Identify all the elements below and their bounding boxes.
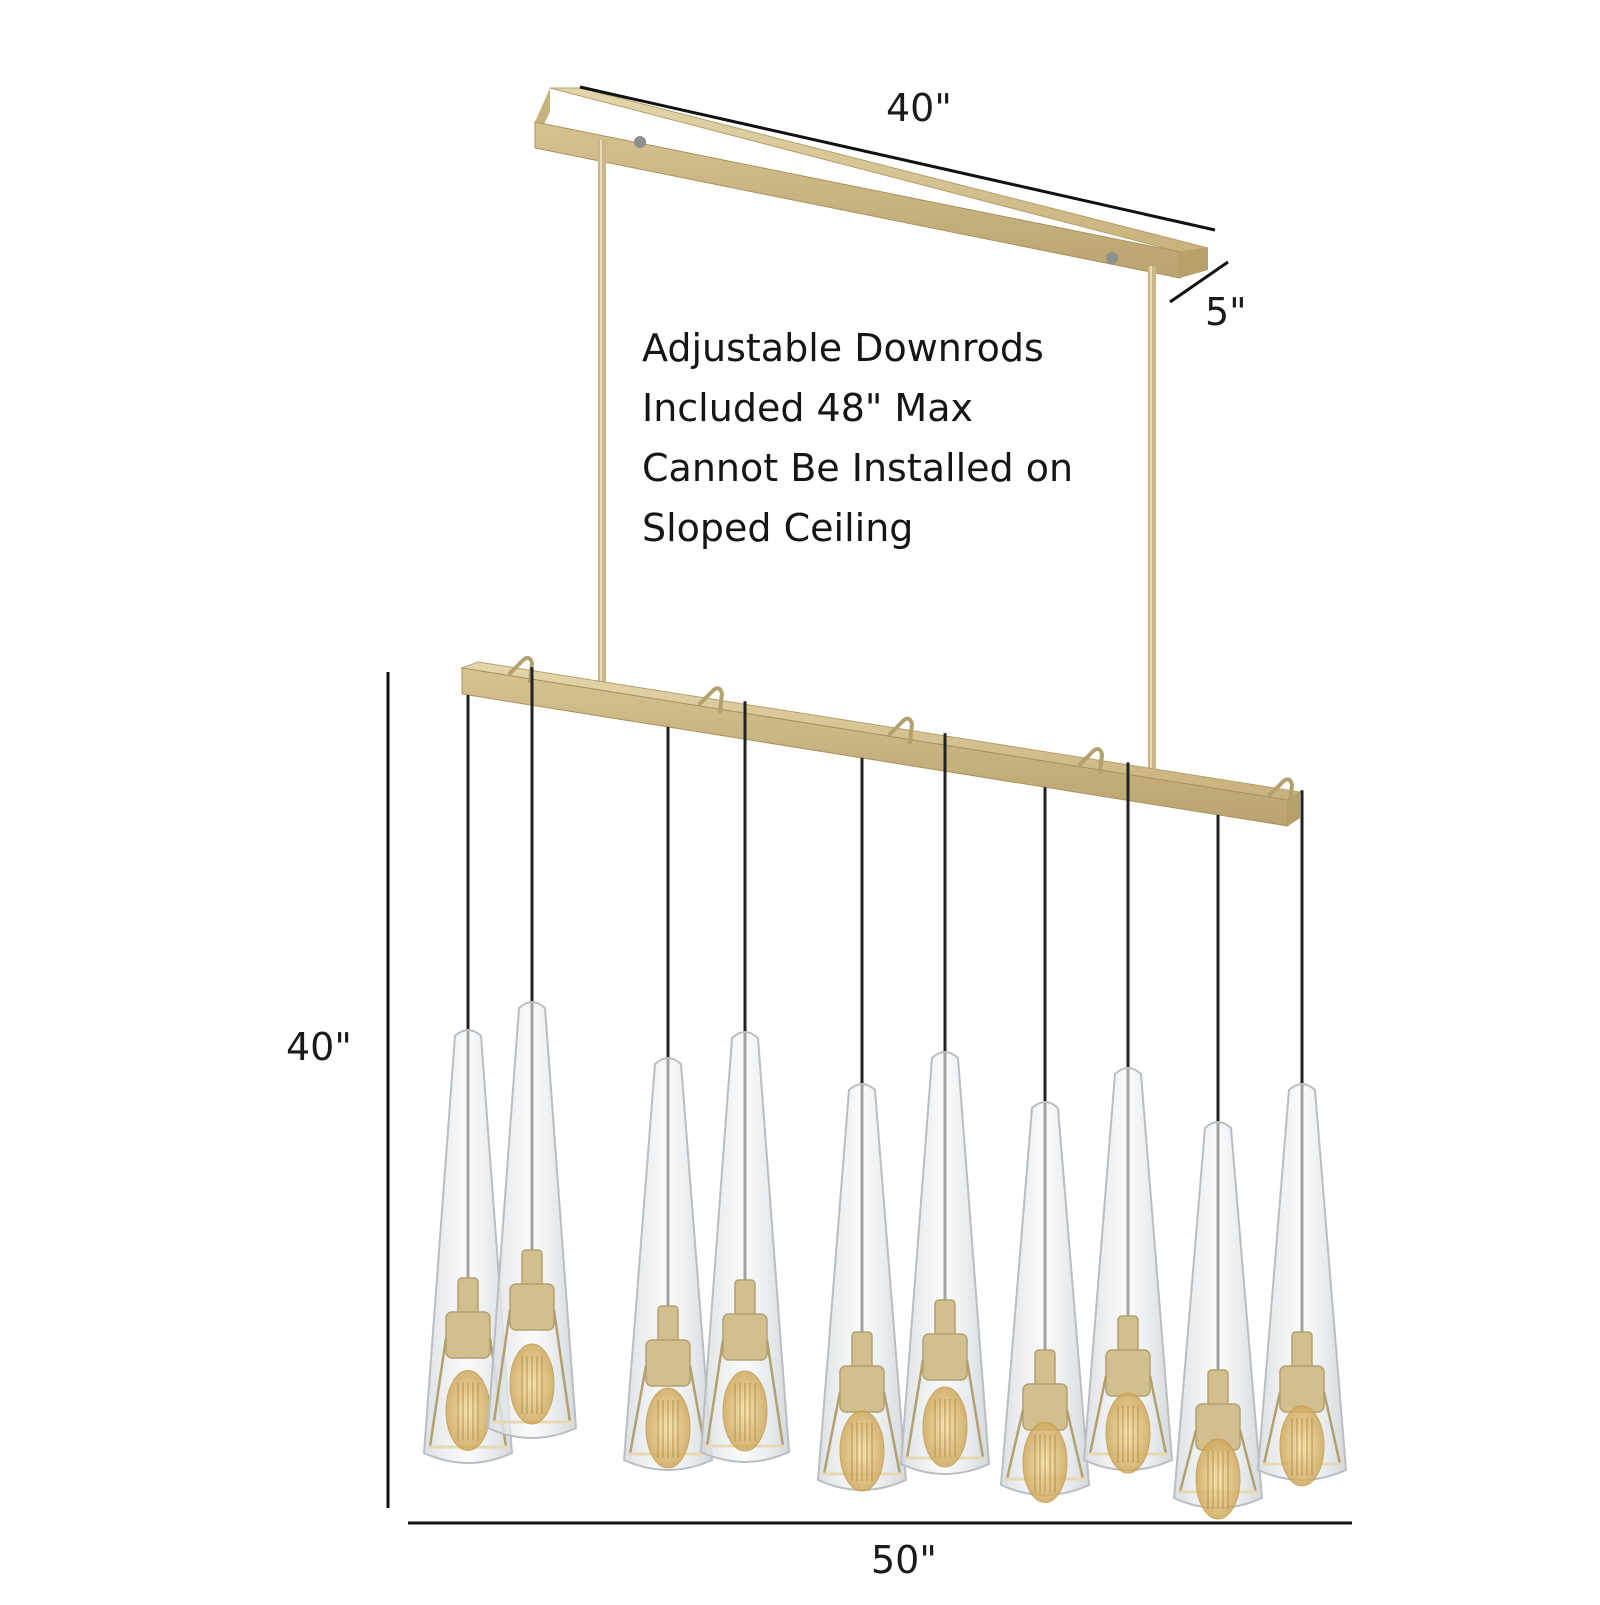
pendants <box>422 667 1348 1520</box>
canopy-plate <box>534 87 1209 279</box>
socket-cap <box>1034 1349 1056 1389</box>
socket-cap <box>1291 1331 1313 1371</box>
socket-body <box>839 1365 885 1413</box>
canopy-length-line <box>579 85 1216 232</box>
canopy-depth-label: 5" <box>1205 290 1247 334</box>
pendant-light <box>622 726 714 1471</box>
cable-hook <box>1268 777 1295 805</box>
downrods <box>598 140 1156 776</box>
cable-hook <box>698 686 725 714</box>
dimension-lines <box>386 85 1352 1525</box>
socket-cap <box>457 1277 479 1317</box>
socket-body <box>722 1313 768 1361</box>
socket-body <box>645 1339 691 1387</box>
socket-body <box>1279 1365 1325 1413</box>
socket-cap <box>934 1299 956 1339</box>
canopy-depth-line <box>1169 260 1229 304</box>
socket-body <box>1105 1349 1151 1397</box>
pendant-light <box>899 733 991 1475</box>
note-line: Adjustable Downrods <box>642 326 1044 370</box>
pendant-light <box>699 701 791 1463</box>
socket-body <box>445 1311 491 1359</box>
socket-cap <box>734 1279 756 1319</box>
cable-hook <box>888 716 915 744</box>
installation-note: Adjustable Downrods Included 48" Max Can… <box>642 318 1073 558</box>
pendant-light <box>1082 762 1174 1474</box>
socket-body <box>509 1283 555 1331</box>
pendant-light <box>486 667 578 1439</box>
socket-cap <box>1117 1315 1139 1355</box>
note-line: Cannot Be Installed on <box>642 446 1074 490</box>
socket-cap <box>1207 1369 1229 1409</box>
pendant-light <box>422 694 514 1464</box>
note-line: Included 48" Max <box>642 386 973 430</box>
pendant-light <box>1172 814 1264 1520</box>
pendant-light <box>816 757 908 1492</box>
cable-hook <box>1078 747 1105 775</box>
overall-width-label: 50" <box>871 1538 937 1582</box>
socket-cap <box>521 1249 543 1289</box>
cable-hook <box>508 655 535 684</box>
pendant-light <box>999 787 1091 1503</box>
canopy-length-label: 40" <box>886 86 952 130</box>
overall-height-label: 40" <box>286 1025 352 1069</box>
socket-body <box>922 1333 968 1381</box>
glass-shade <box>486 1001 578 1439</box>
socket-cap <box>657 1305 679 1345</box>
note-line: Sloped Ceiling <box>642 506 914 550</box>
socket-cap <box>851 1331 873 1371</box>
cable-hooks <box>508 655 1295 805</box>
pendant-light <box>1256 790 1348 1487</box>
light-bar <box>460 661 1302 827</box>
